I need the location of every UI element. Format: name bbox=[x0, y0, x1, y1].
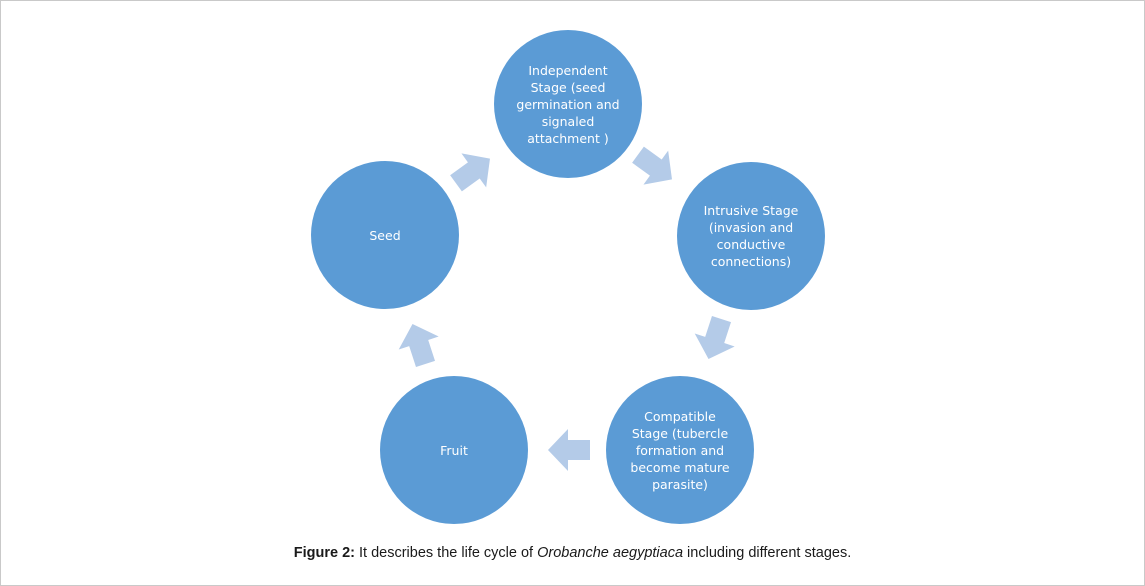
node-independent-stage-label: Independent Stage (seed germination and … bbox=[516, 62, 620, 146]
caption-species: Orobanche aegyptiaca bbox=[537, 545, 684, 561]
node-compatible-stage-label: Compatible Stage (tubercle formation and… bbox=[630, 408, 730, 492]
arrow-independent-to-intrusive-icon bbox=[623, 135, 687, 199]
node-intrusive-stage-label: Intrusive Stage (invasion and conductive… bbox=[703, 203, 799, 269]
caption-text-before: It describes the life cycle of bbox=[354, 545, 538, 561]
figure-caption: Figure 2: It describes the life cycle of… bbox=[0, 545, 1145, 561]
caption-text-after: including different stages. bbox=[683, 545, 852, 561]
node-independent-stage: Independent Stage (seed germination and … bbox=[494, 30, 642, 178]
node-fruit-label: Fruit bbox=[440, 442, 468, 458]
node-intrusive-stage: Intrusive Stage (invasion and conductive… bbox=[677, 162, 825, 310]
arrow-fruit-to-seed-icon bbox=[390, 315, 448, 373]
node-seed: Seed bbox=[311, 161, 459, 309]
node-seed-label: Seed bbox=[369, 227, 401, 243]
arrow-compatible-to-fruit-icon bbox=[546, 427, 592, 473]
arrow-seed-to-independent-icon bbox=[441, 139, 505, 203]
node-compatible-stage: Compatible Stage (tubercle formation and… bbox=[606, 376, 754, 524]
node-fruit: Fruit bbox=[380, 376, 528, 524]
life-cycle-diagram: Independent Stage (seed germination and … bbox=[311, 30, 825, 524]
arrow-intrusive-to-compatible-icon bbox=[686, 310, 744, 368]
caption-label: Figure 2: bbox=[293, 545, 355, 561]
